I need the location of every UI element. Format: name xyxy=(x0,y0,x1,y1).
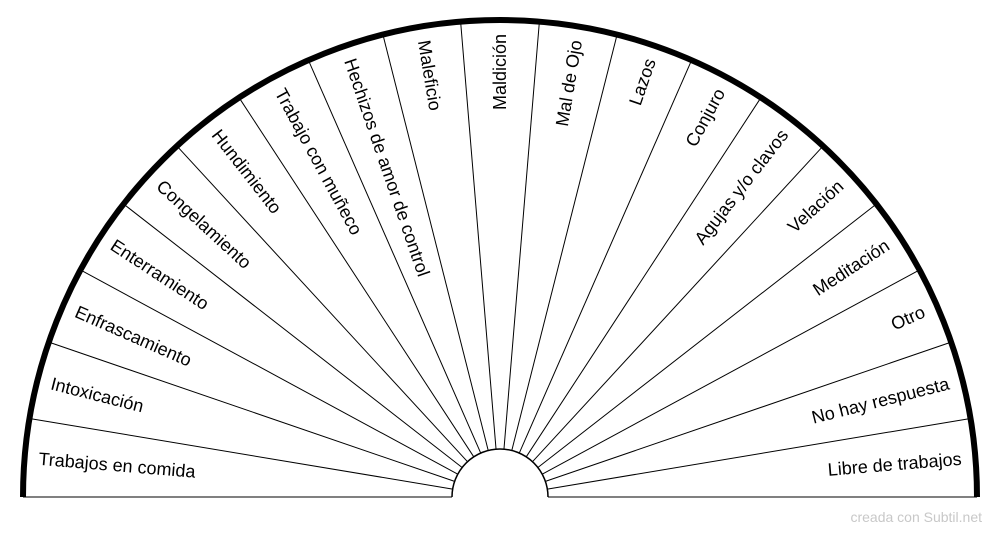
divider-line xyxy=(532,145,824,463)
divider-line xyxy=(460,21,497,450)
divider-line xyxy=(503,21,540,450)
sector-label: Intoxicación xyxy=(49,374,146,417)
credit-text: creada con Subtil.net xyxy=(850,509,982,525)
divider-line xyxy=(541,269,920,475)
sector-label: Hechizos de amor de control xyxy=(340,56,433,279)
inner-arc xyxy=(451,448,549,498)
sector-label: No hay respuesta xyxy=(810,373,953,427)
sector-label: Enfrascamiento xyxy=(72,302,195,371)
sector-label: Maleficio xyxy=(414,39,445,112)
divider-line xyxy=(48,341,455,482)
divider-line xyxy=(123,203,463,468)
divider-line xyxy=(537,203,877,468)
divider-line xyxy=(545,341,952,482)
sector-label: Enterramiento xyxy=(107,235,213,314)
divider-line xyxy=(80,269,459,475)
sector-label: Agujas y/o clavos xyxy=(690,125,792,248)
divider-line xyxy=(525,97,762,458)
divider-line xyxy=(307,59,482,454)
sector-label: Conjuro xyxy=(682,85,730,150)
sector-label: Otro xyxy=(888,302,928,334)
sector-label: Mal de Ojo xyxy=(552,39,586,128)
sector-label: Velación xyxy=(784,176,848,237)
divider-line xyxy=(29,417,453,490)
sector-labels: Trabajos en comida IntoxicaciónEnfrascami… xyxy=(38,34,962,482)
divider-lines xyxy=(23,21,977,498)
sector-label: Hundimiento xyxy=(208,125,286,217)
sector-label: Meditación xyxy=(809,235,893,299)
divider-line xyxy=(238,97,475,458)
sector-label: Congelamiento xyxy=(153,176,256,273)
outer-arc xyxy=(20,17,980,498)
divider-line xyxy=(518,59,693,454)
sector-label: Trabajos en comida xyxy=(38,449,198,482)
divider-line xyxy=(176,145,468,463)
sector-label: Libre de trabajos xyxy=(827,449,962,480)
divider-line xyxy=(382,34,489,451)
sector-label: Lazos xyxy=(625,56,660,108)
divider-line xyxy=(511,34,618,451)
sector-label: Maldición xyxy=(490,34,510,110)
sector-label: Trabajo con muñeco xyxy=(271,85,366,238)
divider-line xyxy=(547,417,971,490)
